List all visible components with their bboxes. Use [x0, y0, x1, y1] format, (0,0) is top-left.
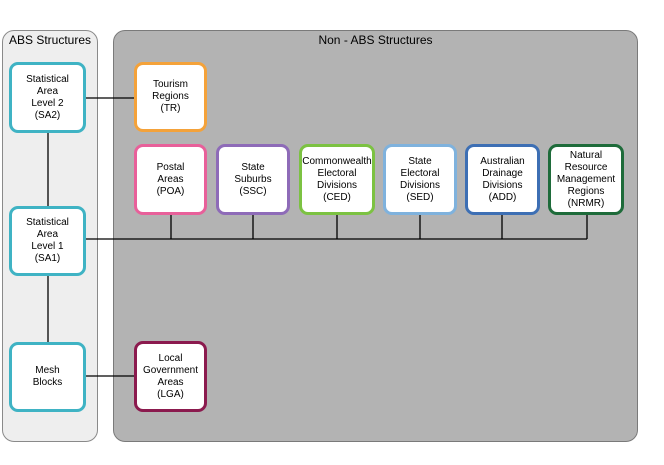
box-australian-drainage-divisions: Australian Drainage Divisions (ADD) — [465, 144, 540, 215]
box-local-government-areas: Local Government Areas (LGA) — [134, 341, 207, 412]
box-poa-label: Postal Areas (POA) — [156, 161, 185, 197]
box-sa1: Statistical Area Level 1 (SA1) — [9, 206, 86, 276]
box-mesh-label: Mesh Blocks — [32, 365, 63, 388]
box-natural-resource-management-regions: Natural Resource Management Regions (NRM… — [548, 144, 624, 215]
box-mesh-blocks: Mesh Blocks — [9, 342, 86, 412]
box-ssc-label: State Suburbs (SSC) — [234, 161, 272, 197]
box-postal-areas: Postal Areas (POA) — [134, 144, 207, 215]
box-ced-label: Commonwealth Electoral Divisions (CED) — [302, 155, 372, 203]
box-state-suburbs: State Suburbs (SSC) — [216, 144, 290, 215]
box-nrmr-label: Natural Resource Management Regions (NRM… — [556, 149, 616, 209]
non-abs-structures-title: Non - ABS Structures — [318, 33, 433, 47]
box-tr-label: Tourism Regions (TR) — [152, 79, 189, 114]
box-sa1-label: Statistical Area Level 1 (SA1) — [26, 217, 69, 264]
box-sed-label: State Electoral Divisions (SED) — [399, 155, 440, 203]
box-commonwealth-electoral-divisions: Commonwealth Electoral Divisions (CED) — [299, 144, 375, 215]
box-sa2-label: Statistical Area Level 2 (SA2) — [26, 73, 69, 121]
box-state-electoral-divisions: State Electoral Divisions (SED) — [383, 144, 457, 215]
box-lga-label: Local Government Areas (LGA) — [142, 352, 199, 400]
box-tourism-regions: Tourism Regions (TR) — [134, 62, 207, 132]
box-add-label: Australian Drainage Divisions (ADD) — [480, 155, 525, 203]
box-sa2: Statistical Area Level 2 (SA2) — [9, 62, 86, 133]
abs-structures-title: ABS Structures — [8, 33, 92, 47]
